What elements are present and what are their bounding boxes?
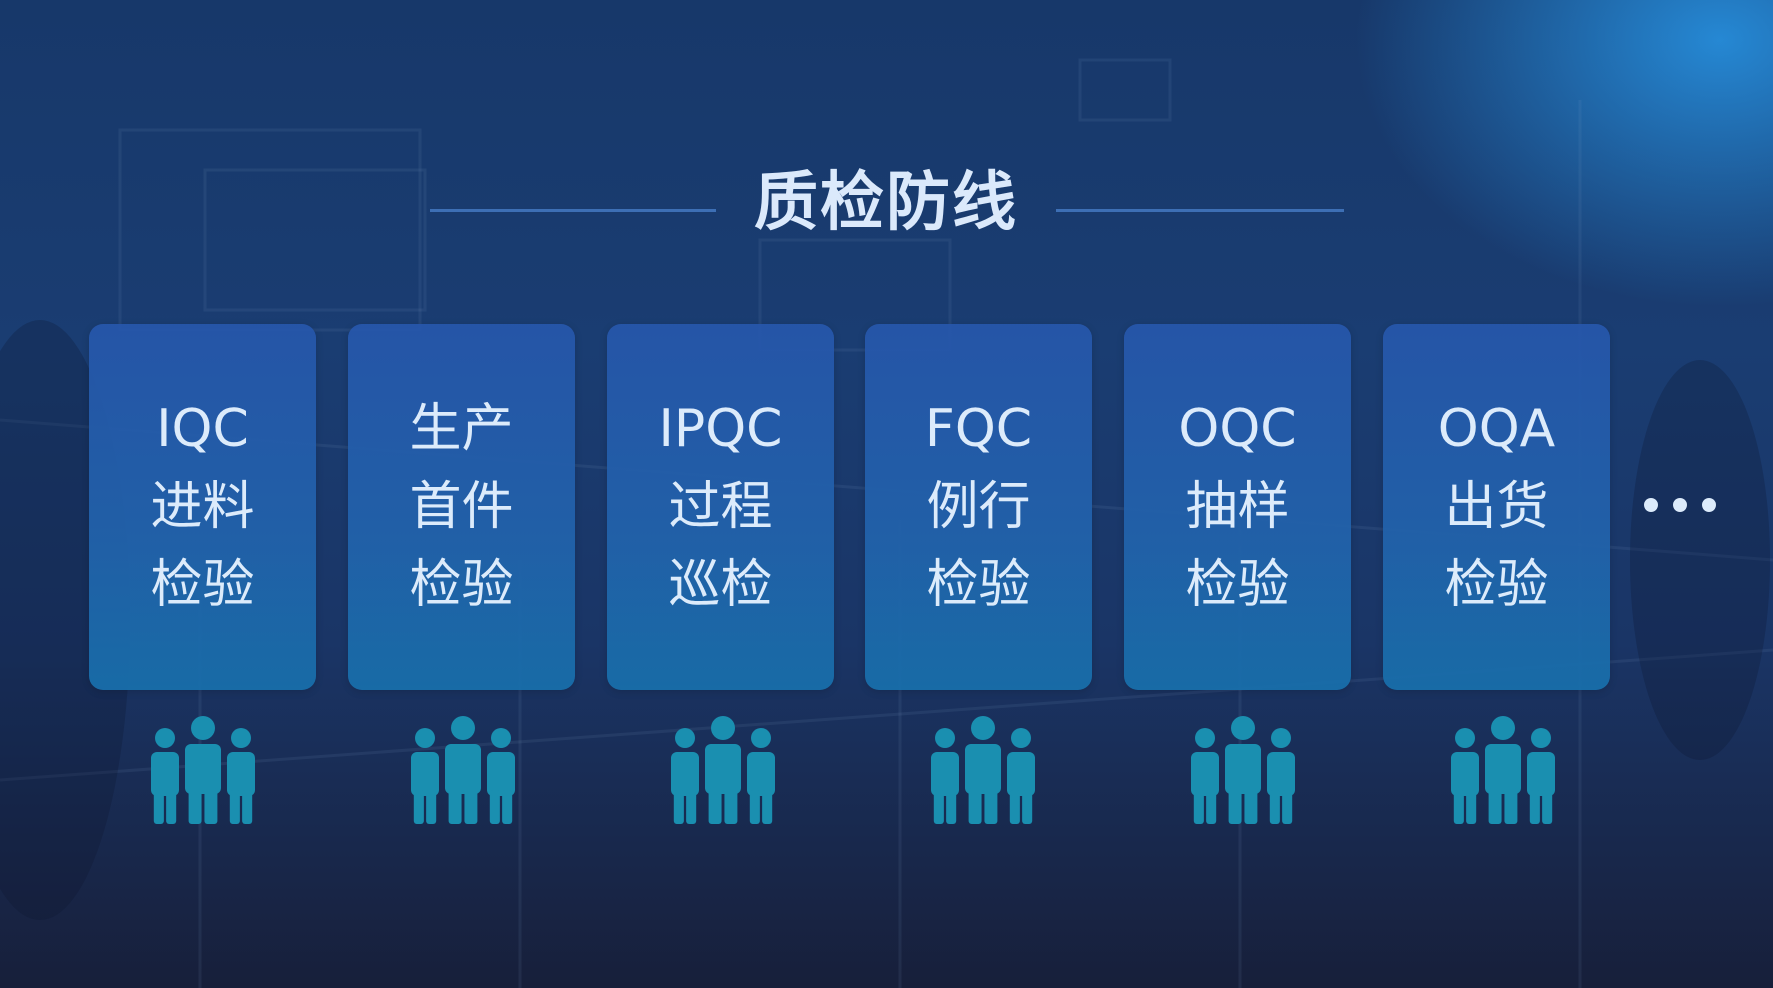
stage-code: OQA <box>1437 399 1556 459</box>
stage-type: 检验 <box>1444 555 1549 615</box>
people-group-icon <box>1451 716 1555 824</box>
people-group-icon <box>671 716 775 824</box>
stage-code: FQC <box>924 399 1033 459</box>
people-group-icon <box>411 716 515 824</box>
stage-name: 出货 <box>1444 477 1549 537</box>
stage-card-oqa: OQA 出货 检验 <box>1383 324 1610 690</box>
stage-type: 检验 <box>150 555 255 615</box>
stage-type: 检验 <box>926 555 1031 615</box>
title-right-divider <box>1056 209 1344 212</box>
stage-card-first-article: 生产 首件 检验 <box>348 324 575 690</box>
stage-type: 检验 <box>1185 555 1290 615</box>
stage-name: 过程 <box>668 477 773 537</box>
stage-card-iqc: IQC 进料 检验 <box>89 324 316 690</box>
title-area: 质检防线 <box>0 158 1773 248</box>
stage-type: 巡检 <box>668 555 773 615</box>
stage-type: 检验 <box>409 555 514 615</box>
stage-code: IPQC <box>658 399 783 459</box>
stage-code: IQC <box>156 399 249 459</box>
stage-name: 例行 <box>926 477 1031 537</box>
people-group-icon <box>1191 716 1295 824</box>
stage-name: 首件 <box>409 477 514 537</box>
stage-code: OQC <box>1178 399 1297 459</box>
stage-code: 生产 <box>409 399 514 459</box>
stage-card-oqc: OQC 抽样 检验 <box>1124 324 1351 690</box>
ellipsis-icon <box>1644 498 1716 512</box>
stage-name: 抽样 <box>1185 477 1290 537</box>
stage-name: 进料 <box>150 477 255 537</box>
stage-card-fqc: FQC 例行 检验 <box>865 324 1092 690</box>
people-group-icon <box>931 716 1035 824</box>
people-group-icon <box>151 716 255 824</box>
title-left-divider <box>430 209 716 212</box>
page-title: 质检防线 <box>754 166 1018 240</box>
stage-card-ipqc: IPQC 过程 巡检 <box>607 324 834 690</box>
